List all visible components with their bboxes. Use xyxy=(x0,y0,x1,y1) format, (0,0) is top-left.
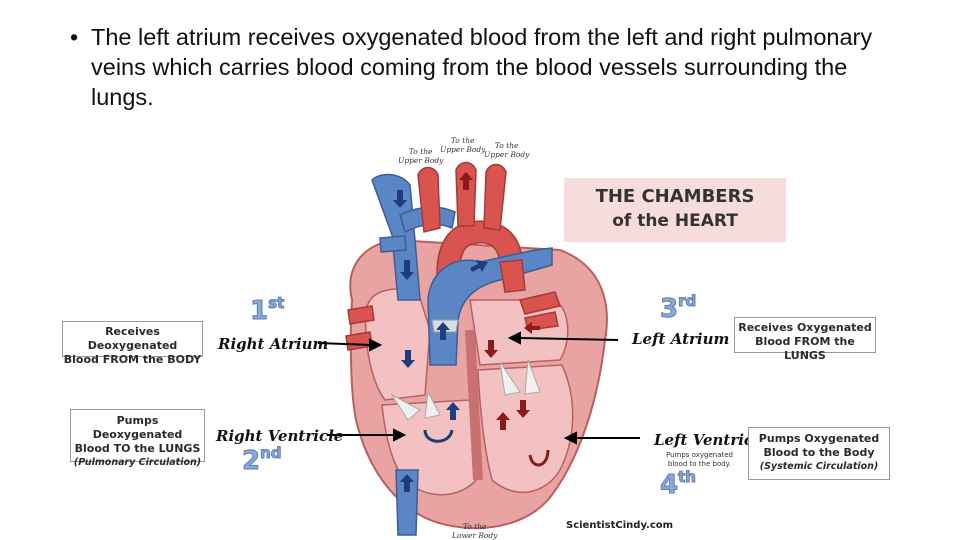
vessel-label-upper-body-left: To the Upper Body xyxy=(398,147,444,165)
note-line: blood to the body. xyxy=(667,460,732,468)
left-ventricle-note: Pumps oxygenated blood to the body. xyxy=(666,451,733,469)
desc-line: Receives Deoxygenated xyxy=(87,325,178,352)
pulmonary-vein-upper-left xyxy=(347,305,375,325)
diagram-title-line1: THE CHAMBERS xyxy=(595,186,755,207)
oxygenated-flow-arrows xyxy=(459,172,540,430)
label-right-atrium: Right Atrium xyxy=(218,335,329,353)
flow-arrow xyxy=(446,402,460,420)
vessel-label-lower-body: To the Lower Body xyxy=(452,522,498,540)
pulmonary-vein-upper-right xyxy=(519,291,561,315)
ordinal-third: 3rd xyxy=(659,292,697,325)
desc-line: Blood to the Body xyxy=(763,446,875,459)
flow-arrow xyxy=(484,340,498,358)
flow-arrow xyxy=(524,322,540,334)
label-right-ventricle: Right Ventricle xyxy=(216,427,344,445)
pulmonary-vein-lower-left xyxy=(345,331,373,351)
pointer-right-atrium xyxy=(317,342,373,346)
desc-box-left-ventricle: Pumps Oxygenated Blood to the Body (Syst… xyxy=(748,427,890,480)
pointer-right-atrium-head xyxy=(369,338,383,352)
mitral-valve xyxy=(499,359,541,396)
inferior-vena-cava xyxy=(395,469,419,536)
desc-line: Pumps Deoxygenated xyxy=(92,414,183,441)
aortic-branch-3 xyxy=(483,163,507,231)
ordinal-first: 1st xyxy=(249,294,285,327)
tricuspid-valve xyxy=(390,390,441,421)
pulmonary-artery-left-branch xyxy=(379,235,407,253)
label-left-ventricle: Left Ventricle xyxy=(654,431,769,449)
pulmonary-artery xyxy=(427,247,553,366)
descending-aorta xyxy=(499,259,526,293)
desc-line: Receives Oxygenated xyxy=(738,321,872,334)
bullet-point: • The left atrium receives oxygenated bl… xyxy=(70,22,890,112)
diagram-title-box: THE CHAMBERS of the HEART xyxy=(564,178,786,242)
desc-line: Blood FROM the BODY xyxy=(63,353,202,366)
septum xyxy=(465,329,483,481)
watermark: ScientistCindy.com xyxy=(566,520,674,531)
desc-line: (Systemic Circulation) xyxy=(759,461,879,472)
bullet-text: The left atrium receives oxygenated bloo… xyxy=(91,24,873,110)
desc-line: Pumps Oxygenated xyxy=(758,432,880,445)
flow-arrow xyxy=(436,322,450,340)
flow-arrow xyxy=(516,400,530,418)
pointer-lines xyxy=(317,331,640,445)
desc-box-right-ventricle: Pumps Deoxygenated Blood TO the LUNGS (P… xyxy=(70,409,205,468)
flow-arrow xyxy=(496,412,510,430)
left-ventricle-chamber xyxy=(477,364,574,494)
flow-arrow xyxy=(459,172,473,190)
vessel-label-upper-body-mid: To the Upper Body xyxy=(440,136,486,154)
ordinal-second: 2nd xyxy=(241,444,282,477)
flow-arrow xyxy=(470,260,488,272)
pointer-left-ventricle-head xyxy=(563,431,577,445)
bullet-symbol: • xyxy=(70,24,79,50)
curved-flow-arrow xyxy=(528,449,550,467)
pointer-left-atrium-head xyxy=(507,331,521,345)
flow-arrow xyxy=(400,260,414,280)
desc-line: Blood TO the LUNGS xyxy=(74,442,201,455)
desc-box-left-atrium: Receives Oxygenated Blood FROM the LUNGS xyxy=(734,317,876,362)
label-left-atrium: Left Atrium xyxy=(632,330,730,348)
pointer-right-ventricle-head xyxy=(393,428,407,442)
aortic-branch-1 xyxy=(417,166,441,233)
vessel-label-upper-body-right: To the Upper Body xyxy=(484,141,530,159)
flow-arrow xyxy=(393,190,407,208)
flow-arrow xyxy=(400,474,414,492)
desc-line: (Pulmonary Circulation) xyxy=(73,457,202,468)
diagram-title-line2: of the HEART xyxy=(612,211,738,231)
desc-box-right-atrium: Receives Deoxygenated Blood FROM the BOD… xyxy=(62,321,203,366)
curved-flow-arrow xyxy=(423,429,454,443)
pointer-left-atrium xyxy=(519,337,619,341)
flow-arrow xyxy=(401,350,415,368)
ordinal-fourth: 4th xyxy=(659,468,696,501)
desc-line: Blood FROM the LUNGS xyxy=(755,335,855,362)
deoxygenated-flow-arrows xyxy=(393,190,488,492)
note-line: Pumps oxygenated xyxy=(666,451,733,459)
